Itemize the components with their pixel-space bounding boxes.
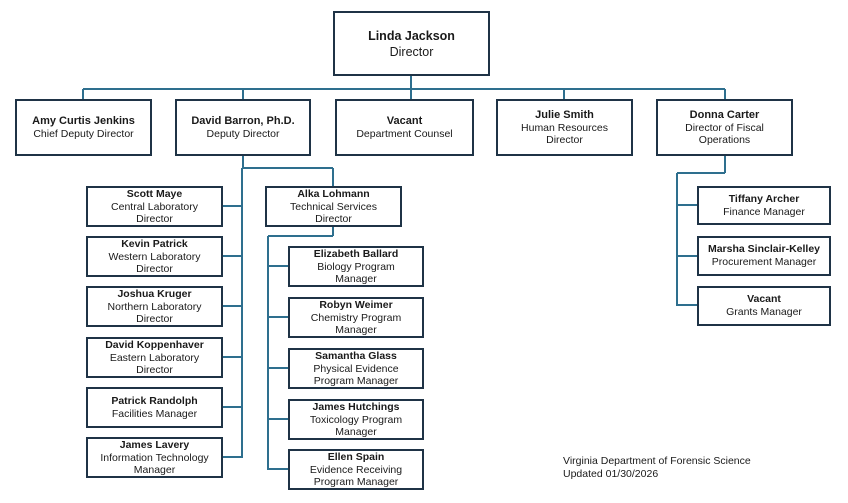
- report-title: Central Laboratory Director: [111, 200, 198, 226]
- technical-report-box: Samantha Glass Physical Evidence Program…: [288, 348, 424, 389]
- report-name: Patrick Randolph: [111, 394, 198, 407]
- footer-agency: Virginia Department of Forensic Science: [563, 455, 751, 467]
- level2-box: Amy Curtis Jenkins Chief Deputy Director: [15, 99, 152, 156]
- deputy-report-box: David Koppenhaver Eastern Laboratory Dir…: [86, 337, 223, 378]
- level2-name: Julie Smith: [535, 108, 594, 121]
- level2-name: Vacant: [386, 114, 423, 127]
- technical-report-box: Robyn Weimer Chemistry Program Manager: [288, 297, 424, 338]
- report-name: Alka Lohmann: [297, 187, 370, 200]
- footer-updated: Updated 01/30/2026: [563, 468, 659, 480]
- report-name: Joshua Kruger: [117, 287, 192, 300]
- report-name: Marsha Sinclair-Kelley: [707, 243, 821, 256]
- report-title: Northern Laboratory Director: [107, 300, 202, 326]
- report-name: Ellen Spain: [327, 450, 385, 463]
- director-name: Linda Jackson: [368, 28, 455, 43]
- level2-box: Donna Carter Director of Fiscal Operatio…: [656, 99, 793, 156]
- report-name: James Lavery: [119, 438, 190, 451]
- report-title: Information Technology Manager: [100, 451, 209, 477]
- report-name: James Hutchings: [312, 400, 400, 413]
- report-title: Biology Program Manager: [317, 260, 395, 286]
- technical-report-box: Ellen Spain Evidence Receiving Program M…: [288, 449, 424, 490]
- report-title: Grants Manager: [726, 306, 802, 319]
- deputy-report-box: Kevin Patrick Western Laboratory Directo…: [86, 236, 223, 277]
- director-title: Director: [389, 44, 434, 59]
- report-name: Tiffany Archer: [728, 192, 800, 205]
- technical-services-box: Alka Lohmann Technical Services Director: [265, 186, 402, 227]
- fiscal-report-box: Marsha Sinclair-Kelley Procurement Manag…: [697, 236, 831, 276]
- report-name: Vacant: [747, 293, 781, 306]
- fiscal-report-box: Vacant Grants Manager: [697, 286, 831, 326]
- level2-name: Amy Curtis Jenkins: [32, 114, 135, 127]
- level2-title: Human Resources Director: [521, 121, 608, 147]
- footer-note: Virginia Department of Forensic Science …: [563, 455, 751, 481]
- level2-name: Donna Carter: [689, 108, 760, 121]
- deputy-report-box: Joshua Kruger Northern Laboratory Direct…: [86, 286, 223, 327]
- report-name: Robyn Weimer: [319, 298, 393, 311]
- report-name: Samantha Glass: [315, 349, 397, 362]
- deputy-report-box: Patrick Randolph Facilities Manager: [86, 387, 223, 428]
- fiscal-report-box: Tiffany Archer Finance Manager: [697, 186, 831, 225]
- level2-title: Director of Fiscal Operations: [685, 121, 764, 147]
- level2-title: Chief Deputy Director: [33, 127, 134, 140]
- level2-box: David Barron, Ph.D. Deputy Director: [175, 99, 311, 156]
- report-name: David Koppenhaver: [105, 338, 204, 351]
- report-name: Scott Maye: [126, 187, 183, 200]
- director-box: Linda Jackson Director: [333, 11, 490, 76]
- deputy-report-box: Scott Maye Central Laboratory Director: [86, 186, 223, 227]
- level2-title: Department Counsel: [356, 127, 453, 140]
- report-title: Physical Evidence Program Manager: [313, 362, 399, 388]
- report-title: Procurement Manager: [711, 256, 817, 269]
- report-title: Finance Manager: [723, 205, 805, 218]
- level2-name: David Barron, Ph.D.: [191, 114, 295, 127]
- report-title: Evidence Receiving Program Manager: [309, 463, 403, 489]
- level2-title: Deputy Director: [206, 127, 280, 140]
- report-title: Eastern Laboratory Director: [109, 351, 200, 377]
- technical-report-box: James Hutchings Toxicology Program Manag…: [288, 399, 424, 440]
- report-title: Toxicology Program Manager: [309, 413, 403, 439]
- deputy-report-box: James Lavery Information Technology Mana…: [86, 437, 223, 478]
- report-title: Chemistry Program Manager: [310, 311, 402, 337]
- report-name: Elizabeth Ballard: [313, 247, 399, 260]
- report-title: Facilities Manager: [111, 407, 198, 420]
- level2-box: Vacant Department Counsel: [335, 99, 474, 156]
- technical-report-box: Elizabeth Ballard Biology Program Manage…: [288, 246, 424, 287]
- report-name: Kevin Patrick: [121, 237, 188, 250]
- report-title: Technical Services Director: [290, 200, 377, 226]
- report-title: Western Laboratory Director: [108, 250, 201, 276]
- level2-box: Julie Smith Human Resources Director: [496, 99, 633, 156]
